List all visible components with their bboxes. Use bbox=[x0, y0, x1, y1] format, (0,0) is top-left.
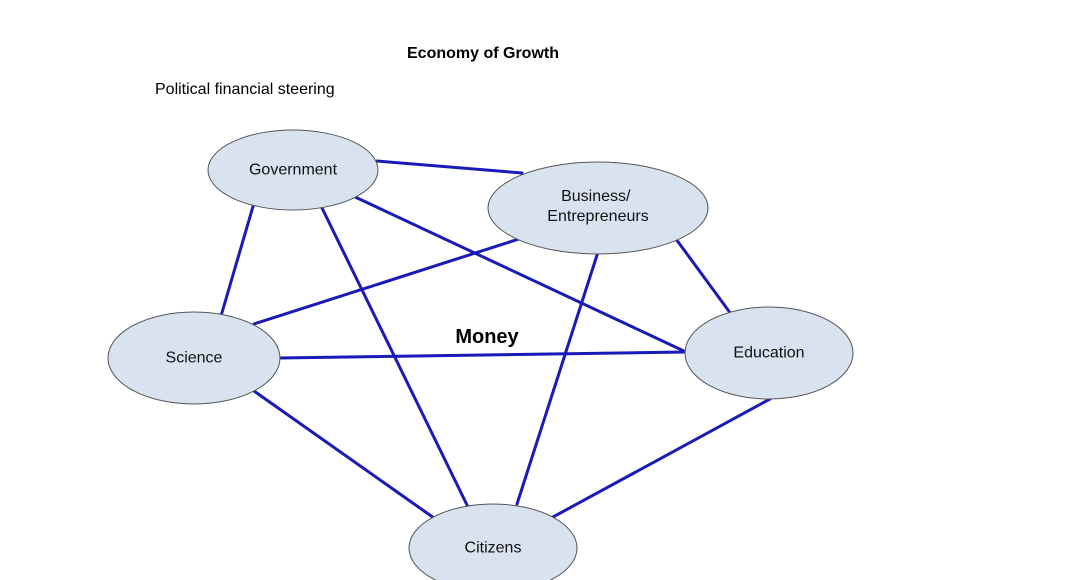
citizens-ellipse bbox=[408, 503, 578, 580]
node-citizens: Citizens bbox=[408, 503, 578, 580]
connection-lines bbox=[219, 159, 772, 520]
business-label-line-2: Entrepreneurs bbox=[547, 208, 648, 225]
edge-business-education bbox=[674, 237, 733, 316]
government-label: Government bbox=[249, 162, 338, 179]
education-ellipse bbox=[684, 306, 854, 400]
node-science: Science bbox=[107, 311, 281, 405]
education-label: Education bbox=[733, 345, 804, 362]
money-label: Money bbox=[455, 326, 519, 348]
node-government: Government bbox=[207, 129, 379, 211]
diagram-subtitle: Political financial steering bbox=[155, 81, 335, 98]
node-business: Business/ Entrepreneurs bbox=[487, 161, 709, 255]
node-education: Education bbox=[684, 306, 854, 400]
science-ellipse bbox=[107, 311, 281, 405]
government-ellipse bbox=[207, 129, 379, 211]
edge-science-education bbox=[277, 350, 688, 360]
business-ellipse bbox=[487, 161, 709, 255]
edge-government-education bbox=[351, 194, 688, 354]
edge-government-science bbox=[219, 201, 256, 318]
edge-business-citizens bbox=[515, 250, 600, 506]
business-label-line-1: Business/ bbox=[561, 188, 631, 205]
citizens-label: Citizens bbox=[465, 540, 522, 557]
diagram-title: Economy of Growth bbox=[407, 45, 559, 62]
edge-business-science bbox=[252, 236, 524, 326]
edge-education-citizens bbox=[551, 397, 772, 519]
edge-government-business bbox=[375, 159, 524, 175]
science-label: Science bbox=[166, 350, 223, 367]
business-label: Business/ Entrepreneurs bbox=[547, 188, 648, 225]
edge-science-citizens bbox=[252, 389, 436, 520]
